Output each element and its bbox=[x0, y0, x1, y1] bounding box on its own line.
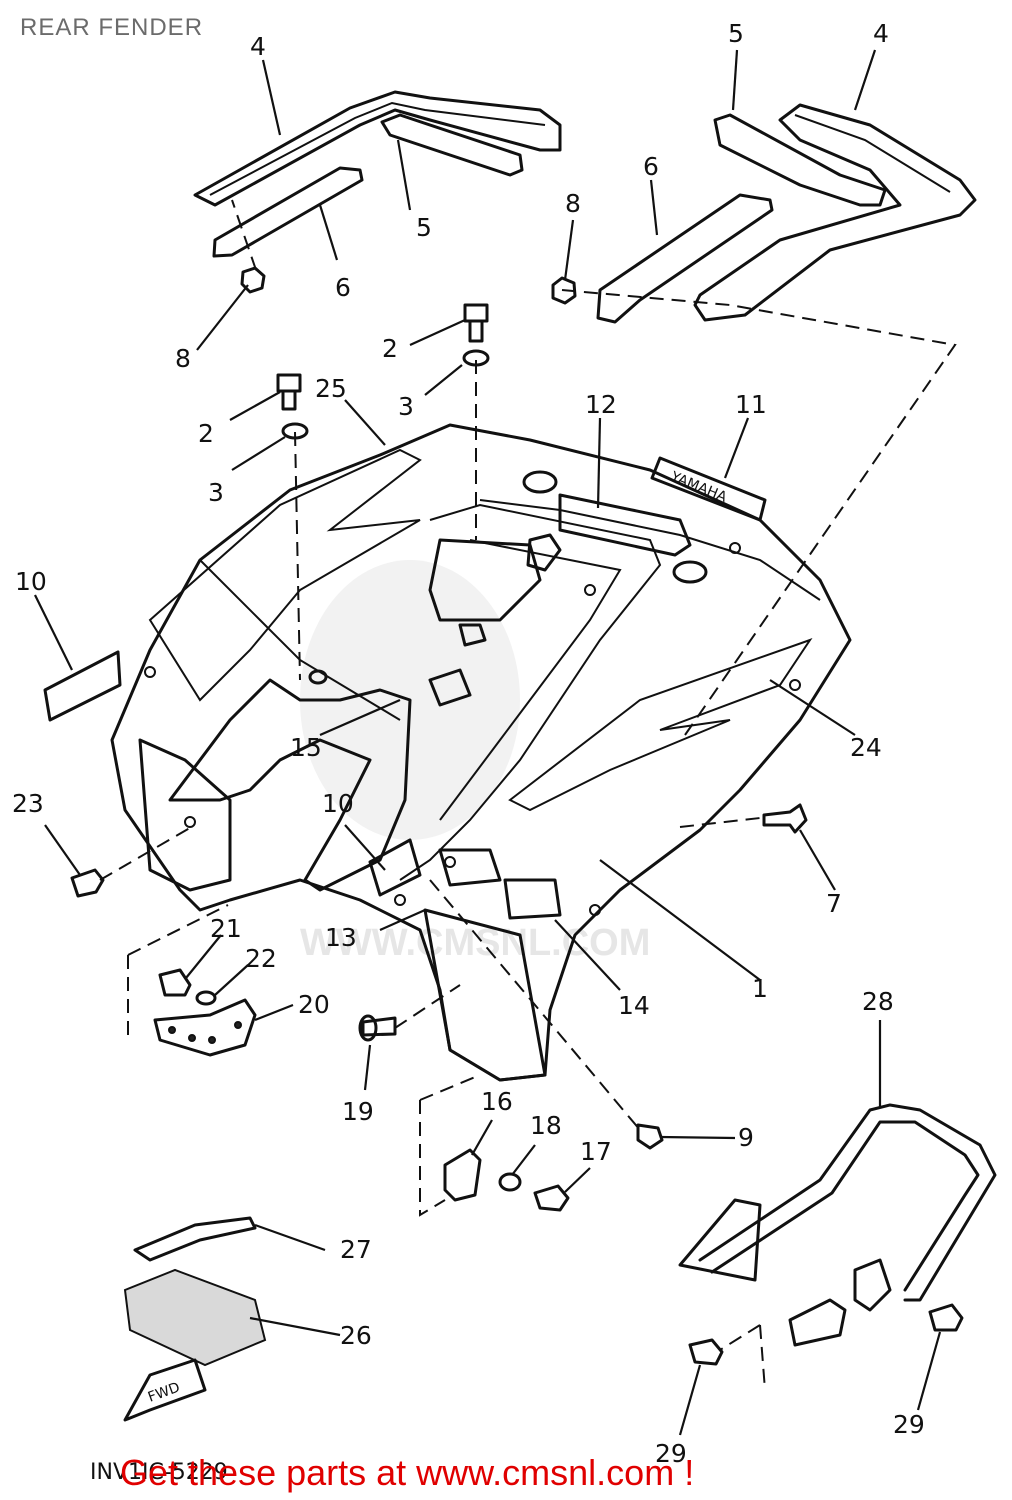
callout-2-left: 2 bbox=[198, 419, 214, 448]
watermark-text: WWW.CMSNL.COM bbox=[300, 922, 650, 964]
part-15-carrier bbox=[168, 669, 412, 892]
washer-22 bbox=[195, 990, 217, 1006]
washer-18 bbox=[498, 1172, 522, 1192]
screw-9 bbox=[636, 1123, 664, 1150]
callout-4-right: 4 bbox=[873, 19, 889, 48]
bracket-16 bbox=[443, 1148, 482, 1202]
fwd-arrow: FWD bbox=[123, 1358, 207, 1422]
callout-23: 23 bbox=[12, 789, 44, 818]
callout-29-left: 29 bbox=[655, 1439, 687, 1468]
part-4-left bbox=[193, 90, 562, 207]
callout-3-left: 3 bbox=[208, 478, 224, 507]
bolt-29-right bbox=[928, 1303, 964, 1332]
bolt-23 bbox=[70, 868, 105, 898]
callout-25: 25 bbox=[315, 374, 347, 403]
callouts: 4 5 6 8 5 4 6 8 2 3 2 3 25 12 11 10 15 2… bbox=[12, 19, 925, 1468]
callout-4-left: 4 bbox=[250, 32, 266, 61]
callout-15: 15 bbox=[290, 733, 322, 762]
bolt-29-left bbox=[688, 1338, 724, 1366]
screw-7 bbox=[762, 803, 808, 834]
callout-5-right: 5 bbox=[728, 19, 744, 48]
decal-10-left bbox=[43, 650, 122, 722]
callout-13: 13 bbox=[325, 923, 357, 952]
figure-code: INV1IC-5229 bbox=[90, 1460, 228, 1485]
nut-8-right bbox=[551, 276, 577, 305]
callout-29-right: 29 bbox=[893, 1410, 925, 1439]
callout-18: 18 bbox=[530, 1111, 562, 1140]
callout-2-center: 2 bbox=[382, 334, 398, 363]
callout-12: 12 bbox=[585, 390, 617, 419]
part-4-right bbox=[693, 103, 977, 322]
callout-10-center: 10 bbox=[322, 789, 354, 818]
bracket-20 bbox=[153, 998, 257, 1057]
callout-11: 11 bbox=[735, 390, 767, 419]
footer-link[interactable]: Get these parts at www.cmsnl.com ! bbox=[120, 1452, 695, 1493]
bolt-17 bbox=[533, 1184, 570, 1212]
callout-6-left: 6 bbox=[335, 273, 351, 302]
decal-11: YAMAHA bbox=[650, 456, 767, 522]
callout-10-left: 10 bbox=[15, 567, 47, 596]
pad-26 bbox=[123, 1268, 267, 1367]
decal-25 bbox=[148, 448, 422, 702]
bolt-21 bbox=[158, 968, 192, 997]
callout-28: 28 bbox=[862, 987, 894, 1016]
callout-27: 27 bbox=[340, 1235, 372, 1264]
part-5-right bbox=[713, 113, 887, 207]
callout-1: 1 bbox=[752, 974, 768, 1003]
strap-27 bbox=[133, 1216, 257, 1262]
callout-24: 24 bbox=[850, 733, 882, 762]
rear-flap bbox=[138, 738, 547, 1082]
part-6-right bbox=[596, 193, 774, 324]
callout-14: 14 bbox=[618, 991, 650, 1020]
assembly-lines bbox=[99, 199, 957, 1391]
callout-22: 22 bbox=[245, 944, 277, 973]
callout-9: 9 bbox=[738, 1123, 754, 1152]
callout-17: 17 bbox=[580, 1137, 612, 1166]
callout-19: 19 bbox=[342, 1097, 374, 1126]
callout-8-left: 8 bbox=[175, 344, 191, 373]
fender-body bbox=[110, 423, 852, 1082]
callout-8-right: 8 bbox=[565, 189, 581, 218]
callout-20: 20 bbox=[298, 990, 330, 1019]
decal-10-center bbox=[368, 838, 422, 897]
bolt-2-left bbox=[276, 373, 302, 411]
decal-24 bbox=[508, 638, 813, 812]
screw-19 bbox=[358, 1014, 397, 1042]
callout-16: 16 bbox=[481, 1087, 513, 1116]
page-title: REAR FENDER bbox=[20, 14, 204, 41]
callout-3-center: 3 bbox=[398, 392, 414, 421]
grab-bar-28 bbox=[678, 1103, 997, 1347]
callout-5-left: 5 bbox=[416, 213, 432, 242]
bolt-2-center bbox=[463, 303, 489, 343]
callout-26: 26 bbox=[340, 1321, 372, 1350]
leader-lines bbox=[34, 49, 942, 1436]
callout-21: 21 bbox=[210, 914, 242, 943]
callout-6-right: 6 bbox=[643, 152, 659, 181]
part-5-left bbox=[380, 113, 524, 177]
part-6-left bbox=[212, 166, 364, 258]
callout-7: 7 bbox=[826, 889, 842, 918]
